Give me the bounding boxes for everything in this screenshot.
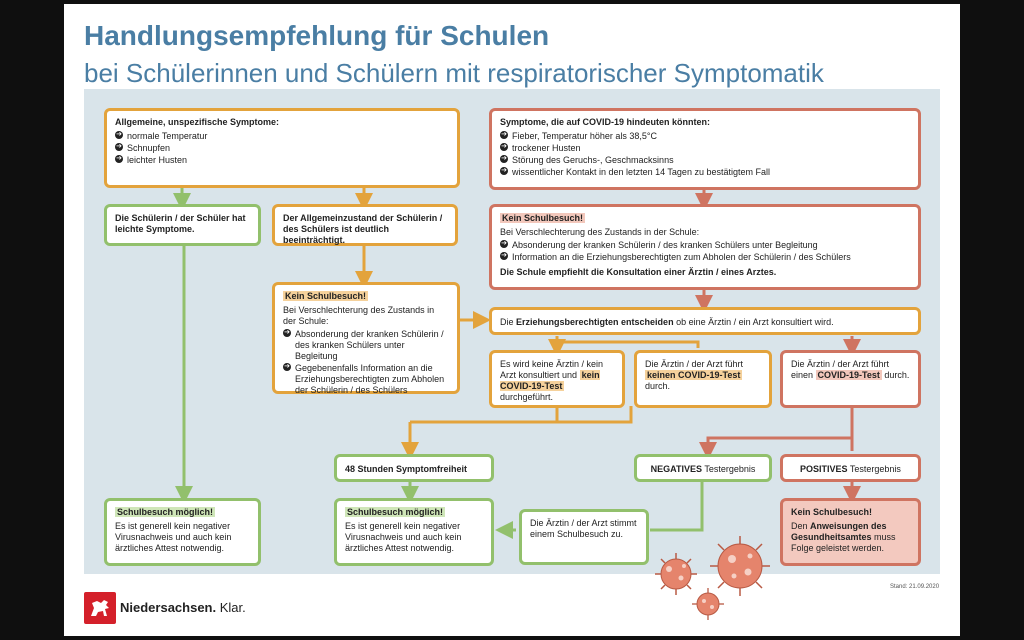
page-subtitle: bei Schülerinnen und Schülern mit respir… [84, 58, 824, 88]
doctor-agrees-text: Die Ärztin / der Arzt stimmt einem Schul… [530, 518, 637, 539]
covid-symptoms-heading: Symptome, die auf COVID-19 hindeuten kön… [500, 117, 711, 127]
no-school-visit-badge: Kein Schulbesuch! [283, 291, 369, 301]
negative-label: NEGATIVES [650, 464, 702, 474]
option-highlight: COVID-19-Test [815, 369, 882, 380]
parents-text-bold: Erziehungsberechtigten entscheiden [516, 317, 674, 327]
list-item: Fieber, Temperatur höher als 38,5°C [500, 130, 910, 142]
allowed-badge: Schulbesuch möglich! [115, 507, 216, 517]
list-item: Störung des Geruchs-, Geschmacksinns [500, 154, 910, 166]
no-school-visit-intro: Bei Verschlechterung des Zustands in der… [500, 226, 700, 237]
list-item: trockener Husten [500, 142, 910, 154]
positive-label: POSITIVES [800, 464, 848, 474]
school-visit-allowed-box: Schulbesuch möglich! Es ist generell kei… [334, 498, 494, 566]
arrow-parents-split [555, 336, 700, 348]
general-symptoms-list: normale Temperatur Schnupfen leichter Hu… [115, 130, 449, 166]
page-title: Handlungsempfehlung für Schulen [84, 20, 550, 51]
option-text: Es wird keine Ärztin / kein Arzt konsult… [500, 359, 604, 380]
list-item: Schnupfen [115, 142, 449, 154]
covid-symptoms-box: Symptome, die auf COVID-19 hindeuten kön… [489, 108, 921, 190]
no-school-visit-box: Kein Schulbesuch! Bei Verschlechterung d… [272, 282, 460, 396]
parents-decide-box: Die Erziehungsberechtigten entscheiden o… [489, 307, 921, 335]
no-school-visit-positive-box: Kein Schulbesuch! Den Anweisungen des Ge… [780, 498, 921, 566]
positive-note-bold: Anweisungen des Gesundheitsamtes [791, 520, 887, 542]
option-text: durchgeführt. [500, 391, 554, 402]
list-item: Gegebenenfalls Information an die Erzieh… [283, 362, 449, 396]
negative-rest: Testergebnis [704, 464, 756, 474]
option-text: durch. [884, 369, 910, 380]
no-school-visit-covid-box: Kein Schulbesuch! Bei Verschlechterung d… [489, 204, 921, 290]
light-symptoms-text: Die Schülerin / der Schüler hat leichte … [115, 213, 246, 234]
infographic-page: Handlungsempfehlung für Schulen bei Schü… [64, 4, 960, 636]
doctor-recommendation: Die Schule empfiehlt die Konsultation ei… [500, 266, 777, 277]
general-symptoms-heading: Allgemeine, unspezifische Symptome: [115, 117, 280, 127]
list-item: leichter Husten [115, 154, 449, 166]
doctor-no-test-option-box: Die Ärztin / der Arzt führt keinen COVID… [634, 350, 772, 408]
brand-tagline: Klar. [219, 600, 246, 615]
no-school-visit-badge: Kein Schulbesuch! [500, 213, 586, 223]
date-stamp: Stand: 21.09.2020 [890, 584, 940, 590]
option-text: Die Ärztin / der Arzt führt [645, 359, 744, 369]
flow-arrows [173, 187, 861, 620]
parents-text-pre: Die [500, 317, 514, 327]
allowed-text: Es ist generell kein negativer Virusnach… [115, 520, 232, 553]
option-text: Die Ärztin / der Arzt führt einen [791, 359, 890, 380]
list-item: Information an die Erziehungsberechtigte… [500, 251, 910, 263]
arrow-negative-to-doctor [650, 480, 704, 532]
brand-bold: Niedersachsen. [120, 600, 217, 615]
list-item: normale Temperatur [115, 130, 449, 142]
list-item: Absonderung der kranken Schülerin / des … [283, 328, 449, 362]
positive-note-pre: Den [791, 520, 808, 531]
arrow-opt3-split [708, 406, 854, 451]
positive-result-box: POSITIVES Testergebnis [780, 454, 921, 482]
no-school-visit-intro: Bei Verschlechterung des Zustands in der… [283, 304, 435, 326]
symptom-free-box: 48 Stunden Symptomfreiheit [334, 454, 494, 482]
positive-note-post: muss Folge geleistet werden. [791, 531, 896, 553]
light-symptoms-box: Die Schülerin / der Schüler hat leichte … [104, 204, 261, 246]
allowed-text: Es ist generell kein negativer Virusnach… [345, 520, 462, 553]
option-text: durch. [645, 380, 671, 391]
symptom-free-text: 48 Stunden Symptomfreiheit [345, 464, 468, 474]
niedersachsen-horse-logo [84, 592, 116, 624]
brand-name: Niedersachsen. Klar. [120, 600, 246, 615]
general-symptoms-box: Allgemeine, unspezifische Symptome: norm… [104, 108, 460, 188]
school-visit-allowed-box: Schulbesuch möglich! Es ist generell kei… [104, 498, 261, 566]
arrow-opts-to-48h [410, 406, 633, 451]
positive-rest: Testergebnis [849, 464, 901, 474]
option-highlight: keinen COVID-19-Test [645, 369, 743, 380]
parents-text-post: ob eine Ärztin / ein Arzt konsultiert wi… [676, 317, 834, 327]
no-school-visit-badge: Kein Schulbesuch! [791, 507, 873, 517]
no-doctor-option-box: Es wird keine Ärztin / kein Arzt konsult… [489, 350, 625, 408]
no-school-visit-list: Absonderung der kranken Schülerin / des … [283, 328, 449, 396]
allowed-badge: Schulbesuch möglich! [345, 507, 446, 517]
virus-icon [655, 536, 770, 620]
negative-result-box: NEGATIVES Testergebnis [634, 454, 772, 482]
list-item: Absonderung der kranken Schülerin / des … [500, 239, 910, 251]
no-school-visit-list: Absonderung der kranken Schülerin / des … [500, 239, 910, 263]
impaired-box: Der Allgemeinzustand der Schülerin / des… [272, 204, 458, 246]
doctor-agrees-box: Die Ärztin / der Arzt stimmt einem Schul… [519, 509, 649, 565]
impaired-text: Der Allgemeinzustand der Schülerin / des… [283, 213, 443, 245]
covid-symptoms-list: Fieber, Temperatur höher als 38,5°C troc… [500, 130, 910, 178]
doctor-test-option-box: Die Ärztin / der Arzt führt einen COVID-… [780, 350, 921, 408]
list-item: wissentlicher Kontakt in den letzten 14 … [500, 166, 910, 178]
